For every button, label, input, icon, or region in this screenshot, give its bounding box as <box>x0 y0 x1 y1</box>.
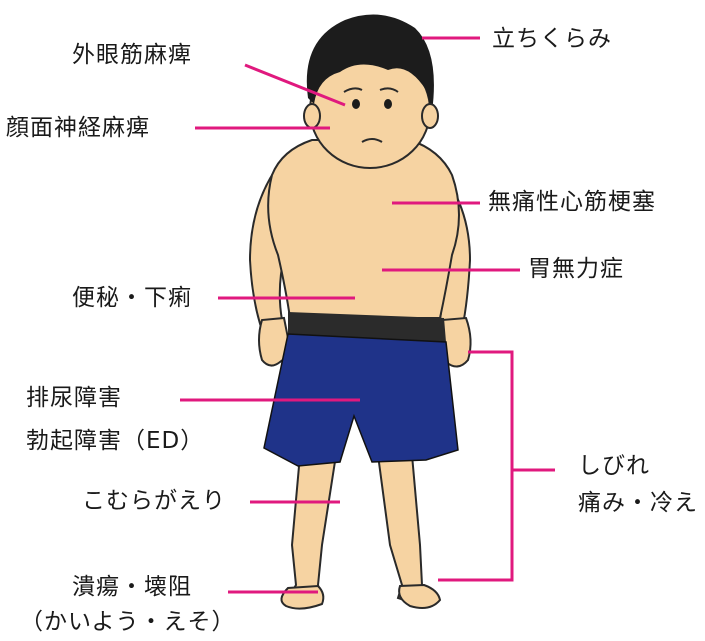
label-bokki: 勃起障害（ED） <box>26 430 204 453</box>
feet <box>281 585 440 609</box>
ear-right <box>422 104 438 128</box>
head <box>304 15 438 168</box>
eye-left <box>352 99 360 109</box>
label-komura: こむらがえり <box>82 490 226 513</box>
ear-left <box>304 104 320 128</box>
label-tachikurami: 立ちくらみ <box>492 28 612 51</box>
label-kaiyo: 潰瘍・壊阻 <box>72 576 192 599</box>
eye-right <box>384 99 392 109</box>
label-itami: 痛み・冷え <box>578 492 698 515</box>
label-benpi: 便秘・下痢 <box>72 287 192 310</box>
label-ganmen: 顔面神経麻痺 <box>6 117 150 140</box>
label-gaiganken: 外眼筋麻痺 <box>72 44 192 67</box>
legs <box>288 455 436 604</box>
label-shibire: しびれ <box>578 455 650 478</box>
label-mutsuu: 無痛性心筋梗塞 <box>488 191 656 214</box>
label-imuryoku: 胃無力症 <box>528 258 624 281</box>
label-hainyo: 排尿障害 <box>26 387 122 410</box>
label-kaiyo-reading: （かいよう・えそ） <box>20 611 236 634</box>
